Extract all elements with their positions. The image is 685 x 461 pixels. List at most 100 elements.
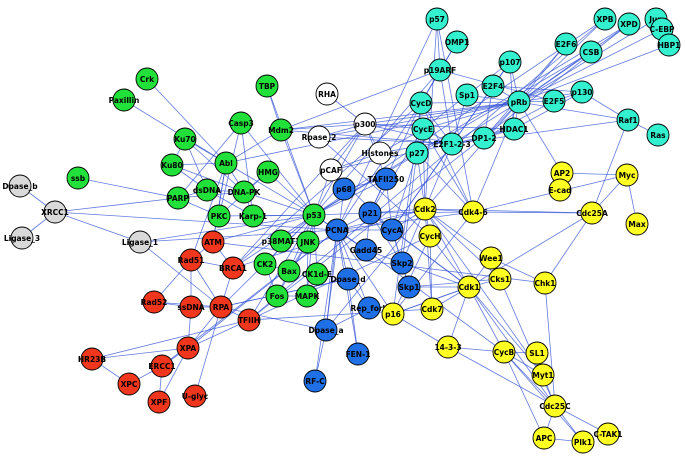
- node-circle: [128, 230, 152, 254]
- node-karp1: Karp-1: [239, 204, 267, 228]
- edge-cych-cdk7: [429, 235, 433, 310]
- edge-cyca-p27: [391, 152, 418, 231]
- node-label: E2F6: [556, 40, 577, 49]
- node-label: Dpase_b: [2, 182, 38, 191]
- node-circle: [380, 218, 404, 242]
- edge-prb-xpb: [518, 18, 606, 103]
- node-label: HMG: [258, 168, 278, 177]
- node-ctak1: C-TAK1: [593, 422, 623, 446]
- node-label: Cdk2: [414, 205, 435, 214]
- edge-p53-pkc: [218, 214, 315, 217]
- node-circle: [548, 178, 572, 202]
- node-label: Abl: [219, 159, 233, 168]
- node-circle: [533, 271, 557, 295]
- node-label: U-glyc: [182, 392, 208, 401]
- node-label: XRCC1: [41, 208, 69, 217]
- node-label: Max: [628, 220, 646, 229]
- edge-cdk46-p27: [416, 152, 474, 213]
- edge-p300-e2f123: [364, 123, 453, 145]
- node-p300: p300: [353, 112, 377, 136]
- node-chk1: Chk1: [533, 271, 557, 295]
- edge-p16-cych: [392, 235, 431, 315]
- edge-e2f123-cdk2: [424, 143, 453, 210]
- node-label: HR23B: [78, 355, 106, 364]
- node-parp: PARP: [166, 186, 190, 210]
- node-circle: [354, 238, 378, 262]
- edge-cdk2-myt1: [424, 208, 544, 376]
- edge-prb-raf1: [518, 101, 629, 121]
- node-ligase3: Ligase_3: [4, 226, 40, 250]
- node-label: XPD: [620, 20, 638, 29]
- node-circle: [657, 33, 681, 57]
- node-label: CK1d-E: [302, 270, 332, 279]
- node-circle: [166, 186, 190, 210]
- node-repfork: Rep_fork: [350, 296, 389, 320]
- edge-p107-e2f123: [451, 61, 511, 145]
- edge-cycb-cdc25c: [503, 351, 556, 407]
- node-label: Sp1: [459, 91, 475, 100]
- edge-pcna-rfc: [314, 229, 338, 382]
- node-circle: [147, 390, 171, 414]
- node-label: p68: [336, 185, 352, 194]
- node-p1433: 14-3-3: [434, 335, 462, 359]
- node-label: XPA: [180, 344, 197, 353]
- edge-p130-e2f4: [492, 85, 583, 93]
- node-dsdna: dsDNA: [193, 178, 221, 202]
- node-circle: [305, 262, 329, 286]
- node-cycb: CycB: [492, 340, 516, 364]
- node-label: p27: [409, 149, 425, 158]
- node-circle: [43, 200, 67, 224]
- node-circle: [229, 111, 253, 135]
- edge-skp2-p27: [401, 152, 418, 264]
- node-label: E2F4: [483, 82, 504, 91]
- node-label: CycE: [413, 125, 433, 134]
- node-circle: [253, 252, 277, 276]
- edge-abl-crk: [146, 78, 227, 164]
- node-cdc25c: Cdc25C: [539, 394, 571, 418]
- node-dp12: DP1-2: [471, 126, 497, 150]
- node-circle: [237, 308, 261, 332]
- node-label: PARP: [167, 194, 189, 203]
- node-dnapk: DNA-PK: [228, 180, 262, 204]
- node-circle: [357, 296, 381, 320]
- node-label: Wee1: [479, 254, 502, 263]
- node-label: Bax: [281, 267, 297, 276]
- node-p38mat1: p38MAT1: [262, 229, 300, 253]
- node-circle: [498, 50, 522, 74]
- node-label: Cks1: [490, 275, 510, 284]
- node-label: TFIIH: [238, 316, 260, 325]
- node-circle: [593, 7, 617, 31]
- node-e2f4: E2F4: [481, 74, 505, 98]
- node-rad52: Rad52: [141, 290, 167, 314]
- node-circle: [296, 230, 320, 254]
- node-ku80: Ku80: [160, 153, 184, 177]
- edge-prb-e2f123: [451, 101, 520, 145]
- node-label: PKC: [211, 212, 228, 221]
- node-label: Cdk1: [458, 283, 479, 292]
- node-label: ssb: [71, 174, 86, 183]
- node-e2f5: E2F5: [542, 89, 566, 113]
- node-circle: [532, 426, 556, 450]
- node-uglyc: U-glyc: [182, 384, 208, 408]
- node-xpc: XPC: [117, 372, 141, 396]
- node-circle: [488, 267, 512, 291]
- node-label: Cdc25A: [576, 209, 608, 218]
- node-label: Mdm2: [268, 126, 294, 135]
- node-circle: [457, 275, 481, 299]
- node-circle: [428, 58, 452, 82]
- node-p16: p16: [381, 302, 405, 326]
- node-label: Histones: [362, 149, 399, 158]
- edge-cycb-plk1: [503, 351, 584, 443]
- node-label: APC: [536, 434, 553, 443]
- node-label: Rep_fork: [350, 304, 388, 313]
- node-p107: p107: [498, 50, 522, 74]
- node-circle: [472, 126, 496, 150]
- node-circle: [425, 7, 449, 31]
- node-rfc: RF-C: [303, 369, 327, 393]
- node-ras: Ras: [646, 123, 670, 147]
- node-label: AP2: [554, 169, 571, 178]
- edge-cdk2-wee1: [424, 208, 492, 259]
- node-circle: [336, 267, 360, 291]
- node-circle: [150, 354, 174, 378]
- node-apc: APC: [532, 426, 556, 450]
